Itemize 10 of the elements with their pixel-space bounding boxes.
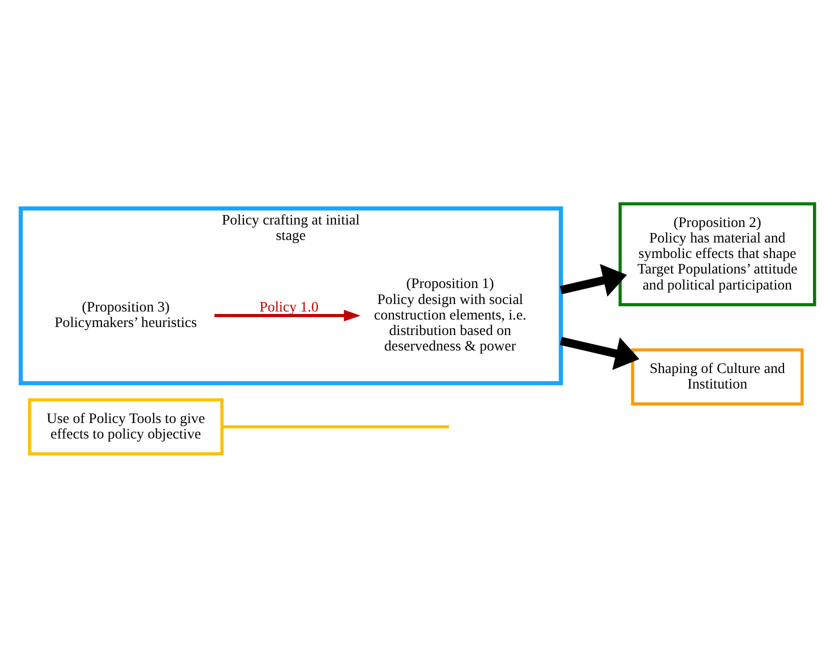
node-text: (Proposition 1) Policy design with social construction elements, i.e. distribution based on deservedness & power — [374, 276, 526, 354]
arrow — [560, 336, 640, 370]
node-box: (Proposition 2) Policy has material and symbolic effects that shape Target Populations’ attitude and political participation — [618, 202, 816, 306]
node-box: Shaping of Culture and Institution — [631, 348, 804, 405]
arrow — [214, 309, 361, 321]
arrow — [560, 264, 627, 296]
edge-label: Policy 1.0 — [260, 299, 318, 316]
node-text: (Proposition 3) Policymakers’ heuristics — [54, 299, 197, 331]
connector — [222, 424, 450, 428]
node-box: Use of Policy Tools to give effects to policy objective — [28, 398, 224, 455]
